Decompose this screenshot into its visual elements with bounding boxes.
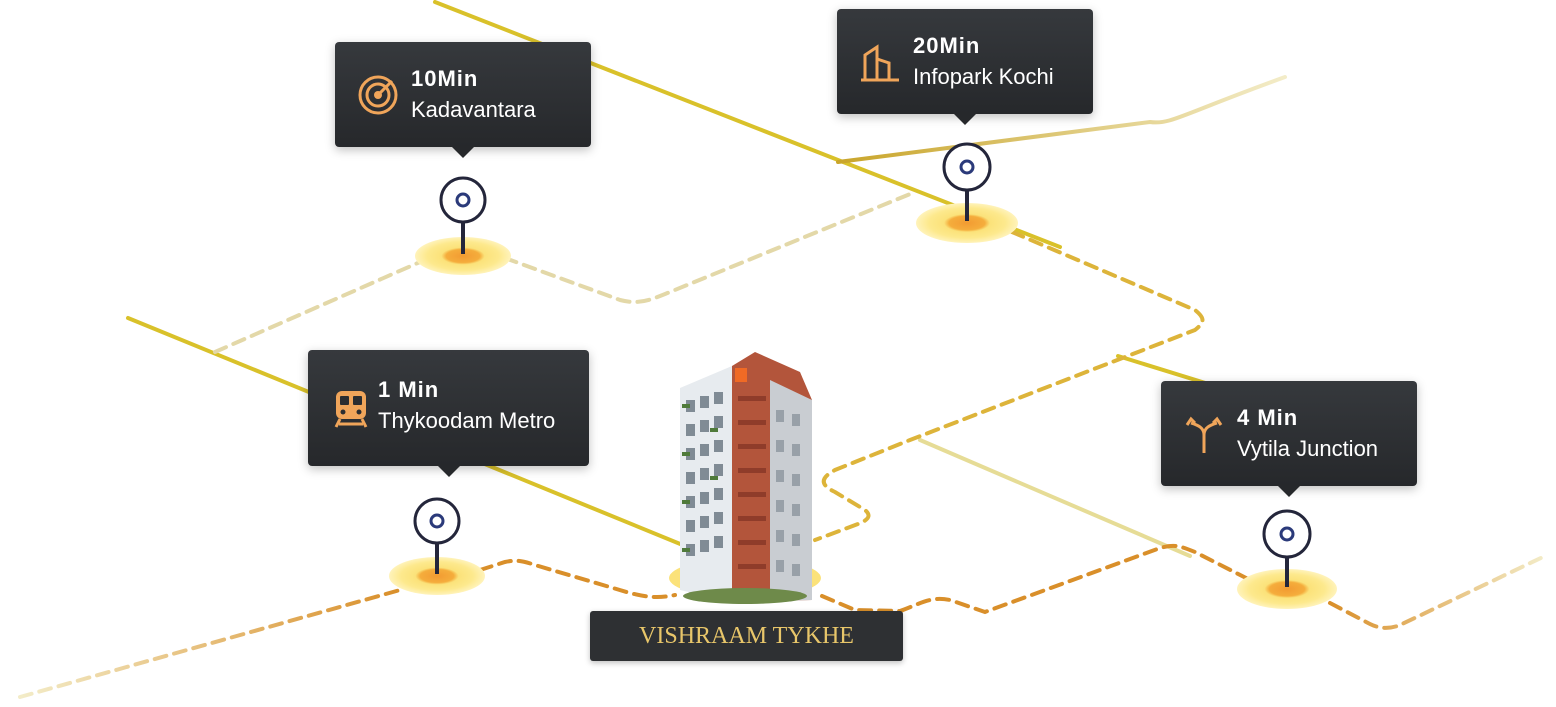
travel-time: 20Min <box>913 33 981 58</box>
project-name-label: VISHRAAM TYKHE <box>590 611 903 661</box>
callout-vytila[interactable]: 4 Min Vytila Junction <box>1161 381 1417 497</box>
callout-kadavantara[interactable]: 10Min Kadavantara <box>335 42 591 158</box>
place-name: Thykoodam Metro <box>378 408 556 433</box>
travel-time: 1 Min <box>378 377 440 402</box>
road-fork-icon <box>1183 413 1225 455</box>
place-name: Kadavantara <box>411 97 536 122</box>
place-name: Vytila Junction <box>1237 436 1379 461</box>
travel-time: 4 Min <box>1237 405 1299 430</box>
pin-kadavantara[interactable] <box>415 176 511 275</box>
target-icon <box>357 74 399 116</box>
travel-time: 10Min <box>411 66 479 91</box>
pin-metro[interactable] <box>389 497 485 595</box>
project-name: VISHRAAM TYKHE <box>639 622 854 649</box>
building-icon <box>859 41 901 83</box>
tower-building-illustration <box>669 352 821 604</box>
callout-metro[interactable]: 1 Min Thykoodam Metro <box>308 350 589 477</box>
pin-infopark[interactable] <box>916 142 1018 243</box>
routes <box>18 190 1547 699</box>
pin-vytila[interactable] <box>1237 509 1337 609</box>
metro-train-icon <box>330 387 372 429</box>
place-name: Infopark Kochi <box>913 64 1054 89</box>
callout-infopark[interactable]: 20Min Infopark Kochi <box>837 9 1093 125</box>
